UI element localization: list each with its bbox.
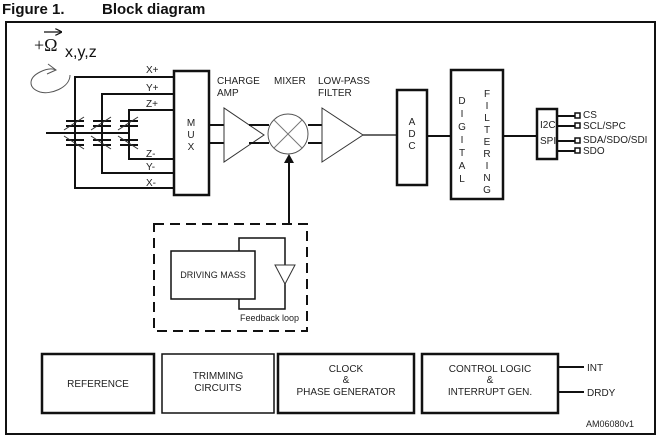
filtering-col-letter: E bbox=[484, 137, 491, 148]
filtering-col-letter: I bbox=[486, 101, 489, 112]
pin-sdo-icon bbox=[574, 147, 581, 154]
adc-block bbox=[395, 88, 429, 187]
axes-label: x,y,z bbox=[65, 44, 97, 61]
filtering-col-letter: L bbox=[484, 113, 490, 124]
interface-pins bbox=[557, 112, 581, 154]
filtering-col-letter: I bbox=[486, 161, 489, 172]
adc-label-c: C bbox=[408, 141, 415, 152]
mux-input-z-plus: Z+ bbox=[146, 99, 158, 110]
capacitor-y bbox=[90, 116, 112, 150]
control-logic-block bbox=[420, 352, 560, 415]
mux-input-y-plus: Y+ bbox=[146, 83, 159, 94]
charge-amp-label-2: AMP bbox=[217, 88, 239, 99]
output-drdy: DRDY bbox=[587, 388, 616, 399]
mux-label-u: U bbox=[187, 130, 194, 141]
driving-mass-block bbox=[170, 250, 256, 300]
filtering-col-letter: N bbox=[483, 173, 490, 184]
digital-col-letter: I bbox=[461, 109, 464, 120]
feedback-loop-label: Feedback loop bbox=[240, 313, 299, 323]
mixer-symbol bbox=[267, 113, 309, 155]
charge-amp-symbol bbox=[223, 107, 265, 163]
adc-label-d: D bbox=[408, 129, 415, 140]
drive-loop-region bbox=[153, 223, 308, 332]
interface-label-i2c: I2C bbox=[540, 120, 556, 131]
mixer-input-arrow-icon bbox=[284, 154, 294, 163]
figure-number: Figure 1. bbox=[2, 1, 65, 18]
figure-caption: Block diagram bbox=[102, 1, 206, 18]
mux-input-x-minus: X- bbox=[146, 178, 156, 189]
trimming-label-1: TRIMMING bbox=[193, 371, 244, 382]
feedback-amp-symbol bbox=[274, 264, 296, 286]
filtering-col-letter: R bbox=[483, 149, 490, 160]
capacitor-z bbox=[117, 116, 139, 150]
digital-col-letter: D bbox=[458, 96, 465, 107]
mux-input-x-plus: X+ bbox=[146, 65, 159, 76]
pin-label-sdo: SDO bbox=[583, 146, 605, 157]
pin-cs-icon bbox=[574, 112, 581, 119]
reference-block bbox=[40, 352, 156, 415]
low-pass-label-2: FILTER bbox=[318, 88, 352, 99]
low-pass-filter-symbol bbox=[321, 107, 364, 163]
clock-label-2: & bbox=[343, 375, 350, 386]
pin-label-scl: SCL/SPC bbox=[583, 121, 626, 132]
digital-col-letter: T bbox=[459, 148, 465, 159]
digital-filtering-block bbox=[449, 68, 505, 201]
trimming-label-2: CIRCUITS bbox=[194, 383, 242, 394]
digital-col-letter: G bbox=[458, 122, 466, 133]
clock-label-3: PHASE GENERATOR bbox=[296, 387, 395, 398]
digital-col-letter: I bbox=[461, 135, 464, 146]
trimming-block bbox=[161, 353, 275, 414]
control-label-1: CONTROL LOGIC bbox=[449, 364, 531, 375]
low-pass-label-1: LOW-PASS bbox=[318, 76, 370, 87]
pin-sda-icon bbox=[574, 137, 581, 144]
angular-rate-symbol: +Ω x,y,z bbox=[34, 32, 97, 61]
mux-block bbox=[172, 69, 211, 197]
capacitor-array bbox=[63, 116, 139, 150]
capacitor-x bbox=[63, 116, 85, 150]
filtering-col-letter: T bbox=[484, 125, 490, 136]
mux-input-z-minus: Z- bbox=[146, 149, 155, 160]
omega-symbol: +Ω bbox=[34, 35, 58, 55]
sensor-wiring bbox=[46, 76, 174, 189]
digital-col-letter: A bbox=[459, 161, 466, 172]
pin-label-cs: CS bbox=[583, 110, 597, 121]
clock-block bbox=[276, 352, 416, 415]
driving-mass-label: DRIVING MASS bbox=[180, 270, 246, 280]
rotation-arrow-icon bbox=[30, 63, 71, 94]
filtering-col-letter: G bbox=[483, 185, 491, 196]
figure-id: AM06080v1 bbox=[586, 419, 634, 429]
mixer-label: MIXER bbox=[274, 76, 306, 87]
filtering-col-letter: F bbox=[484, 89, 490, 100]
interface-block bbox=[535, 107, 559, 161]
mux-label-m: M bbox=[187, 118, 195, 129]
reference-label: REFERENCE bbox=[67, 379, 129, 390]
clock-label-1: CLOCK bbox=[329, 364, 364, 375]
pin-scl-icon bbox=[574, 122, 581, 129]
figure-title: Figure 1. Block diagram bbox=[2, 1, 205, 18]
digital-col-letter: L bbox=[459, 174, 465, 185]
charge-amp-label-1: CHARGE bbox=[217, 76, 260, 87]
control-label-3: INTERRUPT GEN. bbox=[448, 387, 532, 398]
mux-label-x: X bbox=[188, 142, 195, 153]
mux-input-y-minus: Y- bbox=[146, 162, 155, 173]
control-label-2: & bbox=[487, 375, 494, 386]
adc-label-a: A bbox=[409, 117, 416, 128]
pin-label-sda: SDA/SDO/SDI bbox=[583, 135, 647, 146]
outer-frame bbox=[5, 21, 656, 435]
output-int: INT bbox=[587, 363, 603, 374]
interface-label-spi: SPI bbox=[540, 136, 556, 147]
